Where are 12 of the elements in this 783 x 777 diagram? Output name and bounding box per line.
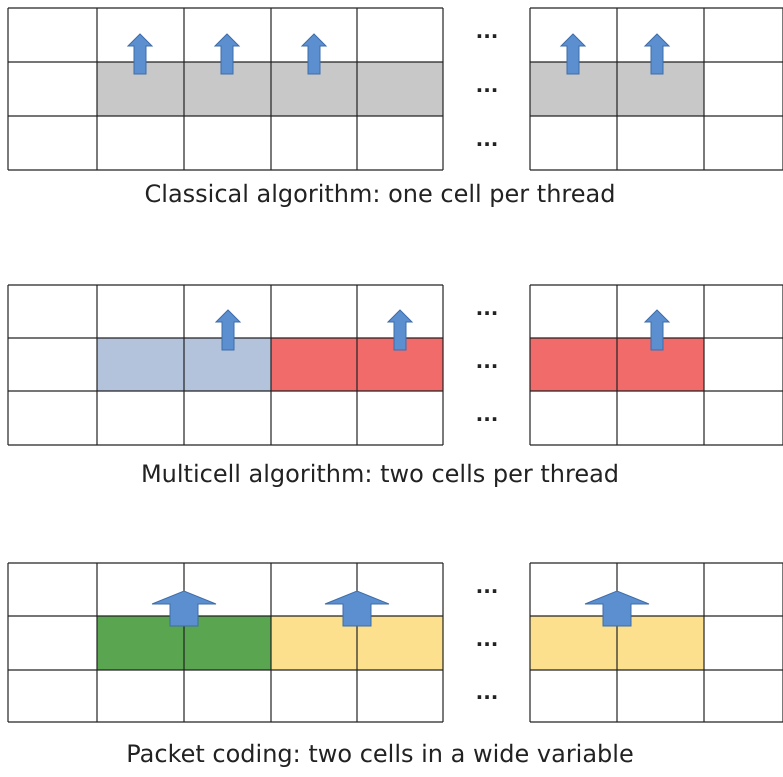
ellipsis: ...: [476, 402, 498, 426]
caption: Classical algorithm: one cell per thread: [144, 180, 616, 208]
caption: Packet coding: two cells in a wide variable: [126, 740, 634, 768]
ellipsis: ...: [476, 19, 498, 43]
ellipsis: ...: [476, 127, 498, 151]
caption: Multicell algorithm: two cells per thread: [140, 460, 620, 488]
ellipsis: ...: [476, 348, 498, 372]
ellipsis: ...: [476, 296, 498, 320]
ellipsis: ...: [476, 73, 498, 97]
ellipsis: ...: [476, 574, 498, 598]
ellipsis: ...: [476, 680, 498, 704]
ellipsis: ...: [476, 627, 498, 651]
